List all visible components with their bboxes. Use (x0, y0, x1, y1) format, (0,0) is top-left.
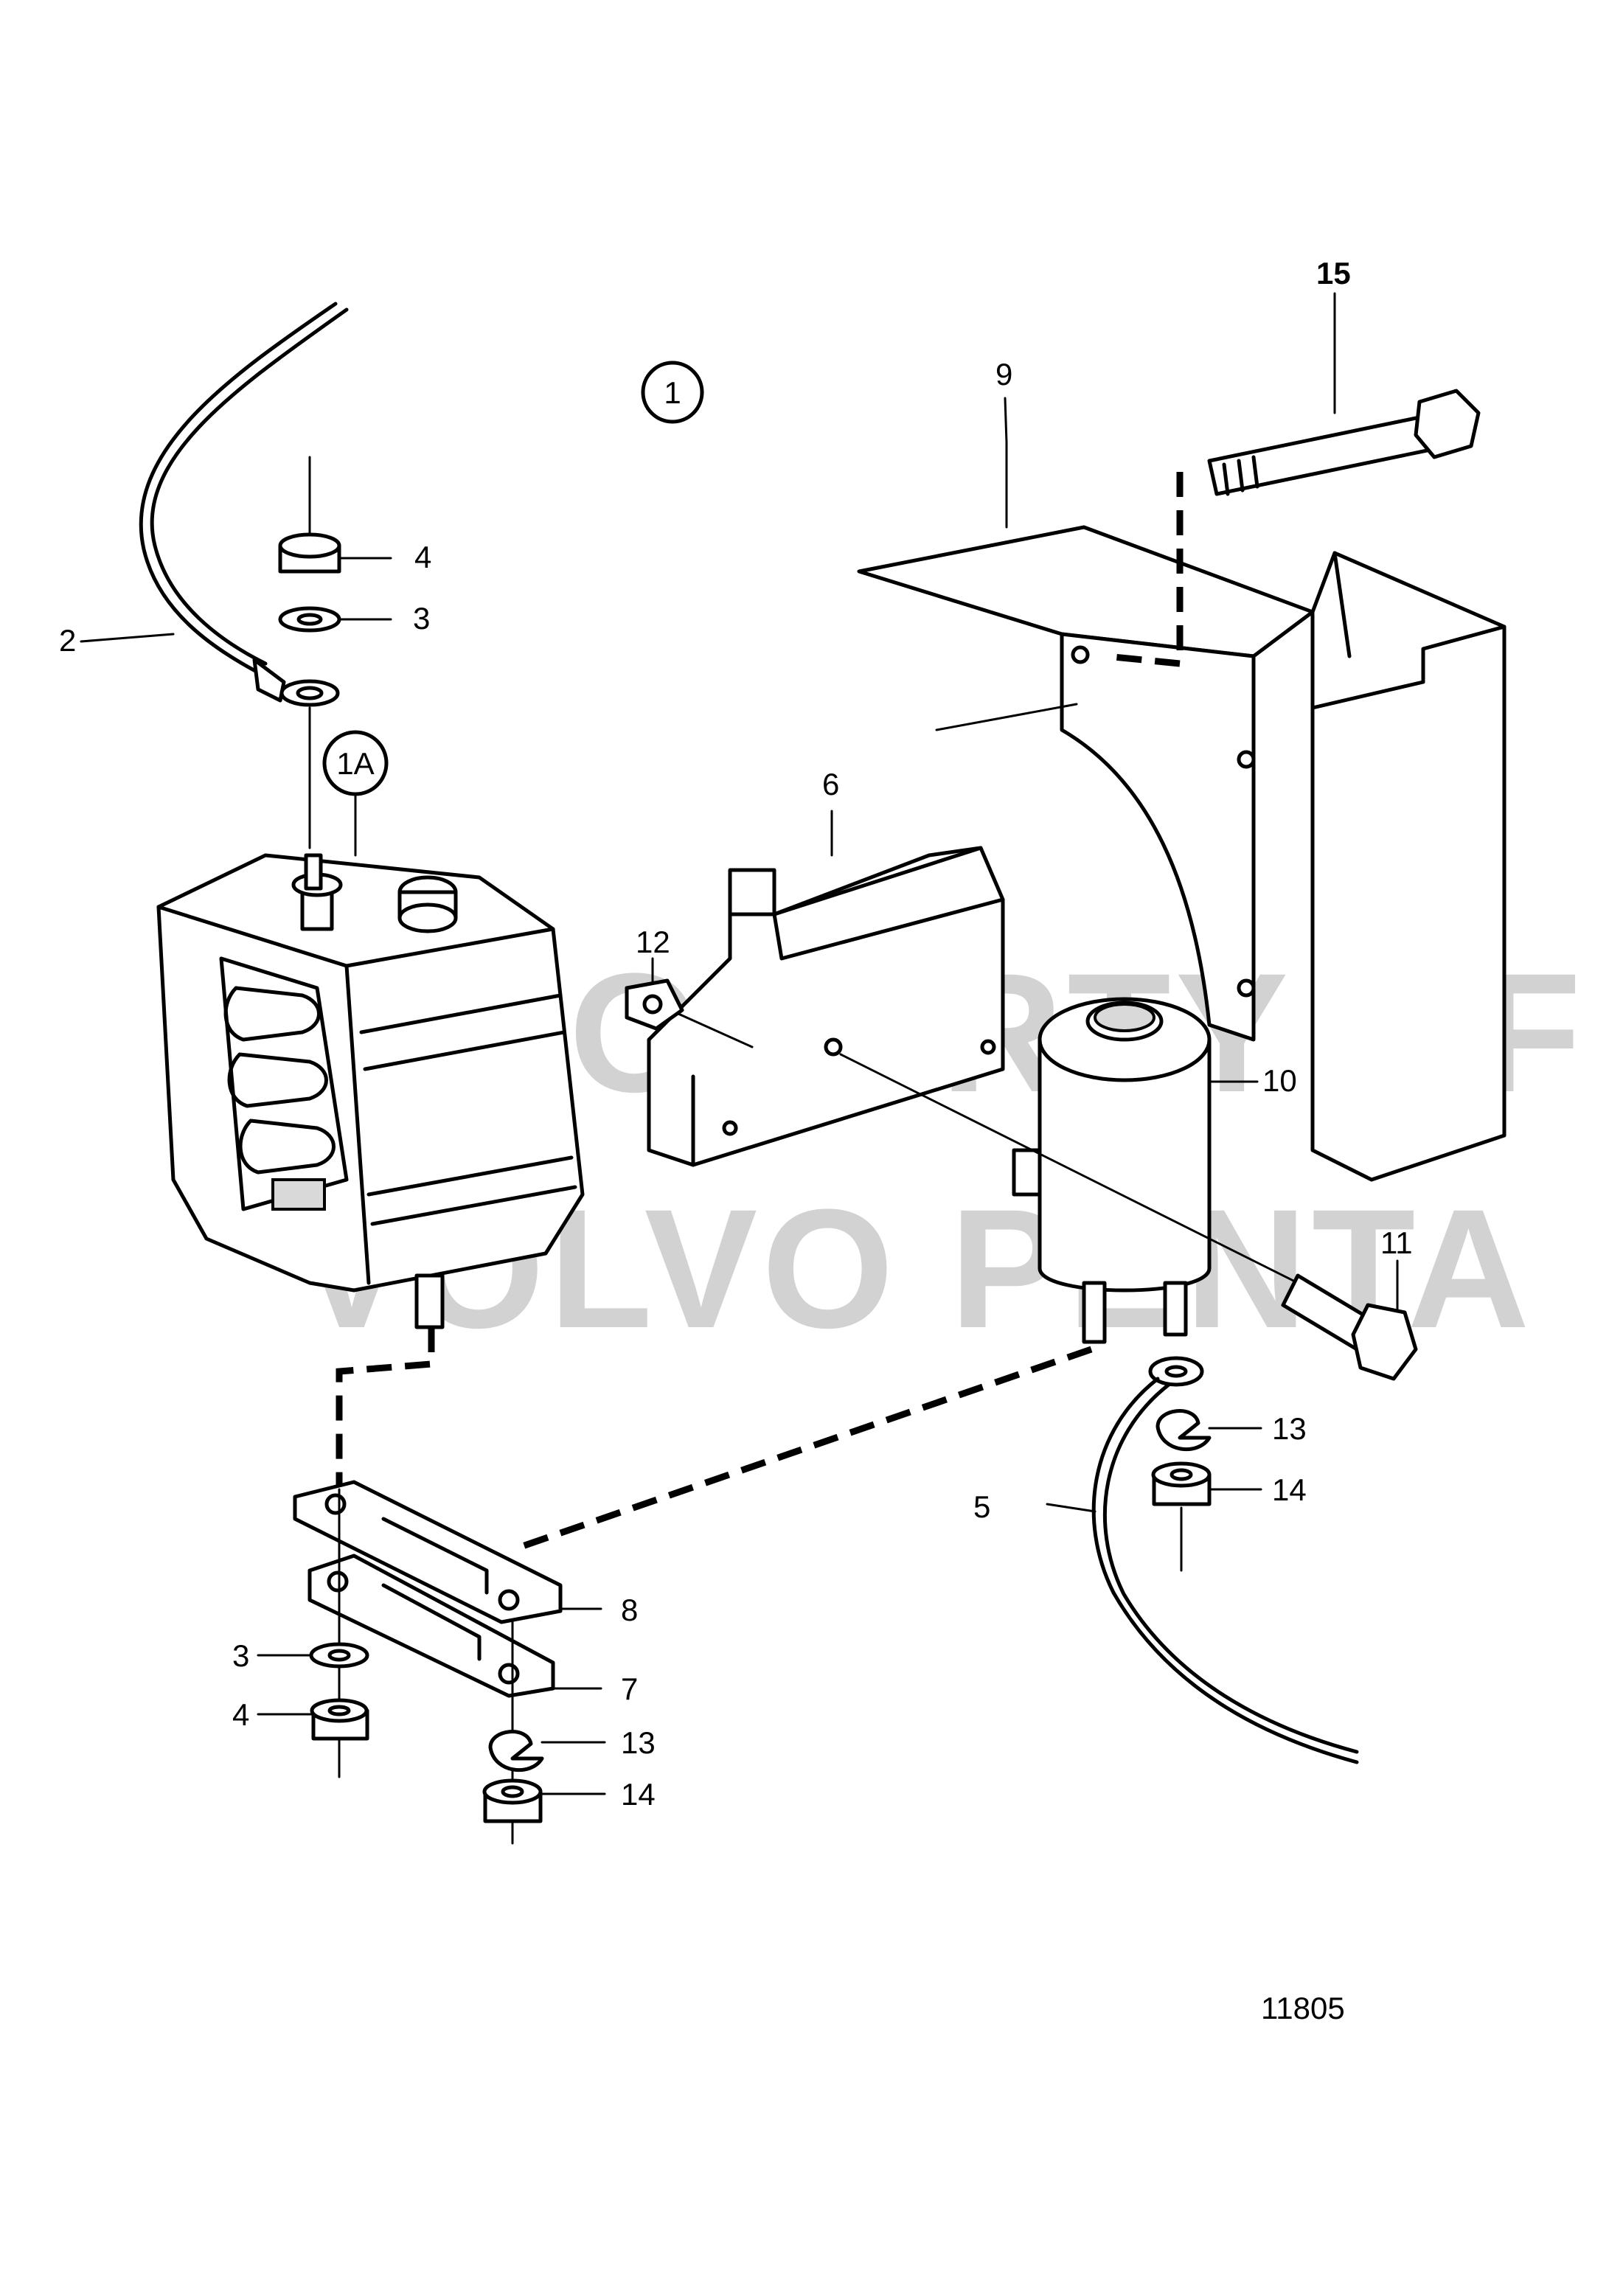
callout-3-bottom: 3 (232, 1638, 249, 1673)
callout-11: 11 (1380, 1225, 1413, 1260)
cable-5 (1046, 1356, 1359, 1764)
nut-14-bottom (482, 1778, 606, 1823)
figure-number: 11805 (1261, 1991, 1345, 2025)
callout-10: 10 (1262, 1063, 1297, 1098)
dashed-connector-left (336, 1327, 435, 1489)
leader-2 (80, 633, 175, 643)
callout-2: 2 (59, 623, 76, 658)
lockwasher-13-right (1155, 1409, 1262, 1451)
callout-12: 12 (636, 925, 670, 959)
dashed-connector-right (515, 1346, 1093, 1552)
callout-7: 7 (621, 1671, 638, 1706)
callout-3-top: 3 (413, 601, 430, 636)
bracket-9 (857, 441, 1315, 1042)
callout-9: 9 (995, 357, 1012, 392)
bolt-11 (839, 1053, 1418, 1381)
callout-4-top: 4 (414, 540, 431, 574)
bracket-6 (647, 810, 1005, 1167)
solenoid-10 (1012, 997, 1259, 1344)
cable-2 (139, 302, 349, 707)
callout-1a: 1A (322, 730, 389, 796)
nut-4-top (278, 456, 392, 574)
callout-6: 6 (822, 767, 839, 801)
callout-15: 15 (1316, 256, 1351, 291)
callout-1-text: 1 (664, 375, 681, 410)
nut-4-bottom (257, 1698, 369, 1741)
callout-5: 5 (973, 1489, 990, 1524)
washer-3-bottom (257, 1642, 369, 1669)
nut-14-right (1151, 1461, 1262, 1572)
callout-4-bottom: 4 (232, 1697, 249, 1732)
washer-3-top (278, 606, 392, 633)
callout-1a-text: 1A (336, 746, 374, 781)
heater-element-1a (156, 853, 585, 1329)
nut-12 (625, 957, 754, 1048)
callout-13-right: 13 (1272, 1411, 1307, 1446)
callout-8: 8 (621, 1593, 638, 1627)
bolt-15 (1105, 292, 1481, 667)
plate-8 (293, 1480, 602, 1624)
lockwasher-13-bottom (488, 1730, 606, 1772)
callout-14-bottom: 14 (621, 1777, 656, 1812)
callout-13-bottom: 13 (621, 1725, 656, 1760)
cover-panel (1310, 551, 1506, 1182)
leader-9 (1004, 397, 1008, 444)
plate-7 (307, 1554, 602, 1698)
callout-1: 1 (641, 361, 704, 424)
callout-14-right: 14 (1272, 1472, 1307, 1507)
